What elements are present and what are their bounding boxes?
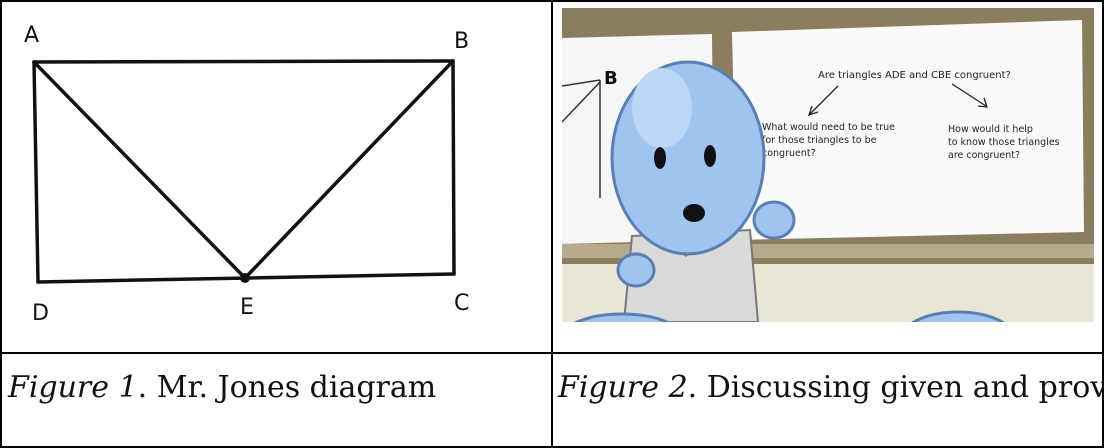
segment-ae xyxy=(32,60,247,280)
arrow-right-shaft xyxy=(951,83,987,107)
board-question-left-1: What would need to be true xyxy=(762,122,895,133)
segment-ab xyxy=(32,59,455,64)
table-divider-vertical xyxy=(551,0,553,448)
board-question-left-2: for those triangles to be xyxy=(762,135,877,146)
point-e-dot xyxy=(240,273,250,283)
label-b: B xyxy=(454,29,469,54)
character-raised-hand xyxy=(752,200,796,240)
segment-bc xyxy=(451,59,456,276)
board-line-diagonal xyxy=(562,81,601,123)
segment-da xyxy=(32,60,40,284)
audience-head-right xyxy=(911,310,1005,322)
character-head-highlight xyxy=(632,68,692,148)
character xyxy=(610,60,796,322)
arrow-left-shaft xyxy=(809,85,839,115)
chalk-ledge-shadow xyxy=(562,258,1094,264)
table-border-right xyxy=(1102,0,1104,448)
label-c: C xyxy=(454,291,469,316)
figure-2-scene: B Are triangles ADE and CBE congruent? W… xyxy=(562,8,1094,322)
table-border-left xyxy=(0,0,2,448)
table-divider-horizontal xyxy=(0,352,1104,354)
arrow-left-head xyxy=(807,105,819,117)
character-lower-hand xyxy=(616,252,656,288)
board-question-right-2: to know those triangles xyxy=(948,137,1060,148)
character-right-eye xyxy=(704,145,716,167)
board-question-main: Are triangles ADE and CBE congruent? xyxy=(818,70,1011,81)
label-a: A xyxy=(24,23,39,48)
audience-head-left xyxy=(573,312,671,322)
board-question-right-1: How would it help xyxy=(948,124,1033,135)
board-question-right-3: are congruent? xyxy=(948,150,1020,161)
board-right-panel xyxy=(732,20,1084,240)
figure-2-caption-label: Figure 2 xyxy=(558,370,688,405)
figure-2-caption: Figure 2. Discussing given and prove xyxy=(558,370,1104,405)
figure-1-caption-label: Figure 1 xyxy=(8,370,138,405)
label-e: E xyxy=(240,295,254,320)
figure-1-diagram: A B C D E xyxy=(10,8,550,330)
board-line-top xyxy=(562,79,601,87)
figure-1-caption: Figure 1. Mr. Jones diagram xyxy=(8,370,437,405)
character-nose xyxy=(683,204,705,222)
figure-1-caption-text: Mr. Jones diagram xyxy=(147,370,437,405)
board-point-b: B xyxy=(604,68,618,89)
character-left-eye xyxy=(654,147,666,169)
segment-be xyxy=(243,59,455,280)
board-question-left-3: congruent? xyxy=(762,148,816,159)
label-d: D xyxy=(32,301,49,326)
figure-2-caption-text: Discussing given and prove xyxy=(697,370,1104,405)
arrow-right-head xyxy=(977,97,988,108)
